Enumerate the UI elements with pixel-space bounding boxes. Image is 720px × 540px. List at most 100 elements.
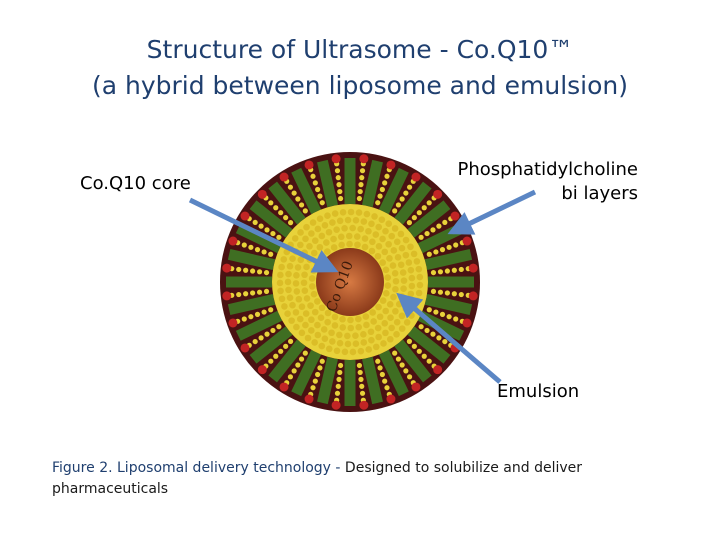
emulsion-droplet — [368, 220, 375, 228]
emulsion-droplet — [357, 347, 365, 355]
phospholipid-head — [304, 394, 314, 404]
lipid-bead — [276, 324, 282, 330]
lipid-bead — [248, 244, 254, 250]
emulsion-droplet — [277, 271, 284, 279]
lipid-bead — [278, 348, 284, 354]
lipid-bead — [263, 288, 270, 295]
title-line-1: Structure of Ultrasome - Co.Q10™ — [146, 35, 574, 64]
lipid-bead — [276, 234, 282, 240]
emulsion-droplet — [294, 264, 302, 271]
lipid-bead — [359, 168, 366, 174]
lipid-bead — [406, 374, 413, 380]
lipid-bead — [283, 215, 289, 221]
lipid-bead — [430, 331, 436, 337]
emulsion-droplet — [341, 224, 348, 232]
lipid-bead — [444, 290, 450, 296]
phospholipid-head — [331, 400, 341, 410]
emulsion-droplet — [360, 339, 368, 346]
emulsion-droplet — [310, 290, 318, 298]
emulsion-droplet — [297, 241, 304, 249]
lipid-bead — [359, 175, 365, 181]
emulsion-droplet — [324, 318, 331, 326]
emulsion-droplet — [331, 322, 339, 329]
emulsion-droplet — [407, 290, 415, 298]
emulsion-droplet — [298, 329, 306, 337]
lipid-bead — [241, 242, 247, 248]
lipid-bead — [439, 311, 446, 317]
emulsion-droplet — [286, 262, 294, 270]
emulsion-droplet — [387, 314, 394, 322]
lipid-bead — [399, 362, 405, 368]
emulsion-droplet — [382, 329, 389, 337]
lipid-bead — [264, 331, 270, 337]
page-title: Structure of Ultrasome - Co.Q10™ (a hybr… — [0, 32, 720, 104]
lipid-bead — [379, 186, 385, 193]
phospholipid-head — [433, 189, 443, 199]
emulsion-droplet — [308, 283, 316, 290]
phospholipid-head — [228, 318, 238, 328]
emulsion-droplet — [361, 235, 369, 242]
emulsion-droplet — [277, 287, 284, 295]
label-emulsion: Emulsion — [497, 381, 580, 402]
lipid-bead — [358, 182, 364, 188]
emulsion-droplet — [324, 212, 331, 220]
emulsion-droplet — [405, 259, 413, 266]
emulsion-droplet — [302, 235, 309, 243]
emulsion-droplet — [414, 297, 421, 305]
emulsion-droplet — [381, 320, 389, 327]
phospholipid-head — [240, 211, 250, 221]
phospholipid-head — [279, 382, 289, 392]
emulsion-droplet — [344, 340, 352, 348]
emulsion-droplet — [360, 331, 367, 338]
emulsion-droplet — [365, 346, 373, 353]
emulsion-droplet — [314, 225, 322, 233]
lipid-bead — [453, 316, 459, 322]
lipid-bead — [248, 314, 254, 320]
emulsion-droplet — [297, 229, 304, 236]
emulsion-droplet — [399, 269, 407, 276]
emulsion-droplet — [309, 219, 317, 226]
lipid-bead — [273, 205, 279, 211]
lipid-bead — [442, 219, 448, 226]
lipid-bead — [334, 390, 341, 396]
emulsion-droplet — [375, 303, 382, 311]
lipid-bead — [337, 362, 344, 369]
title-line-2: (a hybrid between liposome and emulsion) — [91, 71, 629, 100]
emulsion-droplet — [306, 242, 313, 250]
emulsion-droplet — [278, 263, 285, 271]
lipid-bead — [416, 210, 422, 216]
lipid-bead — [395, 356, 402, 362]
emulsion-droplet — [379, 297, 387, 304]
emulsion-droplet — [385, 220, 393, 227]
arrow-core — [188, 197, 339, 273]
emulsion-droplet — [345, 232, 353, 240]
emulsion-droplet — [362, 313, 370, 320]
phospholipid-head — [386, 394, 396, 404]
lipid-bead — [406, 220, 412, 226]
lipid-bead — [426, 200, 432, 206]
emulsion-droplet — [408, 282, 416, 290]
emulsion-droplet — [379, 259, 386, 266]
lipid-bead — [291, 190, 297, 196]
emulsion-droplet — [415, 289, 423, 297]
phospholipid-tail — [424, 249, 473, 271]
emulsion-droplet — [391, 225, 399, 232]
emulsion-droplet — [375, 333, 382, 341]
emulsion-droplet — [357, 225, 364, 233]
emulsion-droplet — [347, 324, 355, 332]
lipid-bead — [268, 251, 274, 257]
lipid-bead — [403, 190, 409, 196]
lipid-bead — [359, 383, 365, 389]
emulsion-droplet — [293, 288, 301, 295]
emulsion-droplet — [390, 293, 397, 301]
emulsion-droplet — [376, 313, 384, 321]
phospholipid-tail — [317, 159, 339, 208]
lipid-bead — [357, 188, 363, 195]
emulsion-droplet — [331, 313, 339, 321]
phospholipid-head — [279, 172, 289, 182]
lipid-bead — [298, 356, 305, 362]
emulsion-droplet — [375, 242, 383, 250]
lipid-bead — [236, 266, 242, 273]
emulsion-droplet — [392, 307, 399, 315]
lipid-bead — [379, 371, 385, 378]
